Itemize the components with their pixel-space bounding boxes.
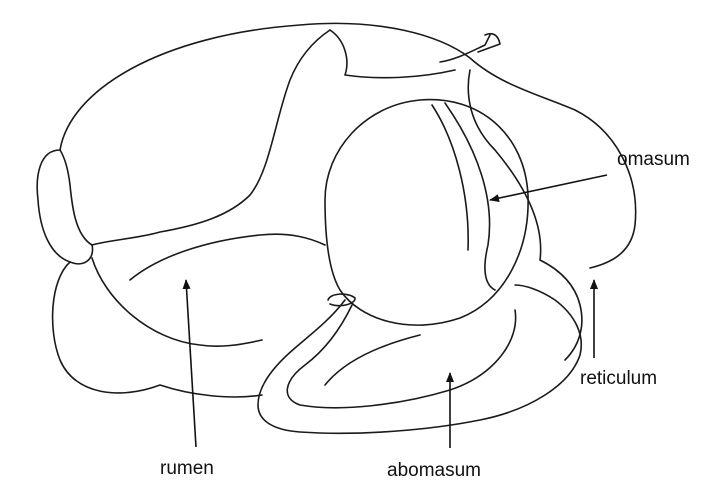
rumen-cranial-sac-outline — [37, 150, 92, 264]
omasum-label: omasum — [617, 149, 690, 170]
rumen-label: rumen — [160, 458, 214, 479]
rumen-pillar-groove — [92, 30, 330, 245]
abomasum-inner-fold — [287, 305, 515, 408]
rumen-dorsal-outline — [60, 23, 636, 268]
rumen-ventral-outline — [53, 262, 262, 397]
abomasum-outline — [258, 285, 581, 433]
abomasum-label: abomasum — [387, 460, 481, 481]
reticulum-label: reticulum — [580, 368, 657, 389]
reticulum-outline — [468, 70, 582, 360]
rumen-leader-arrow — [186, 280, 196, 447]
omasum-inner-curve — [432, 103, 495, 290]
omasum-outline — [325, 100, 528, 326]
omasum-leader-arrow — [490, 175, 607, 200]
rumen-coronary-groove — [92, 234, 325, 346]
rumen-dorsal-ridge — [330, 30, 455, 78]
